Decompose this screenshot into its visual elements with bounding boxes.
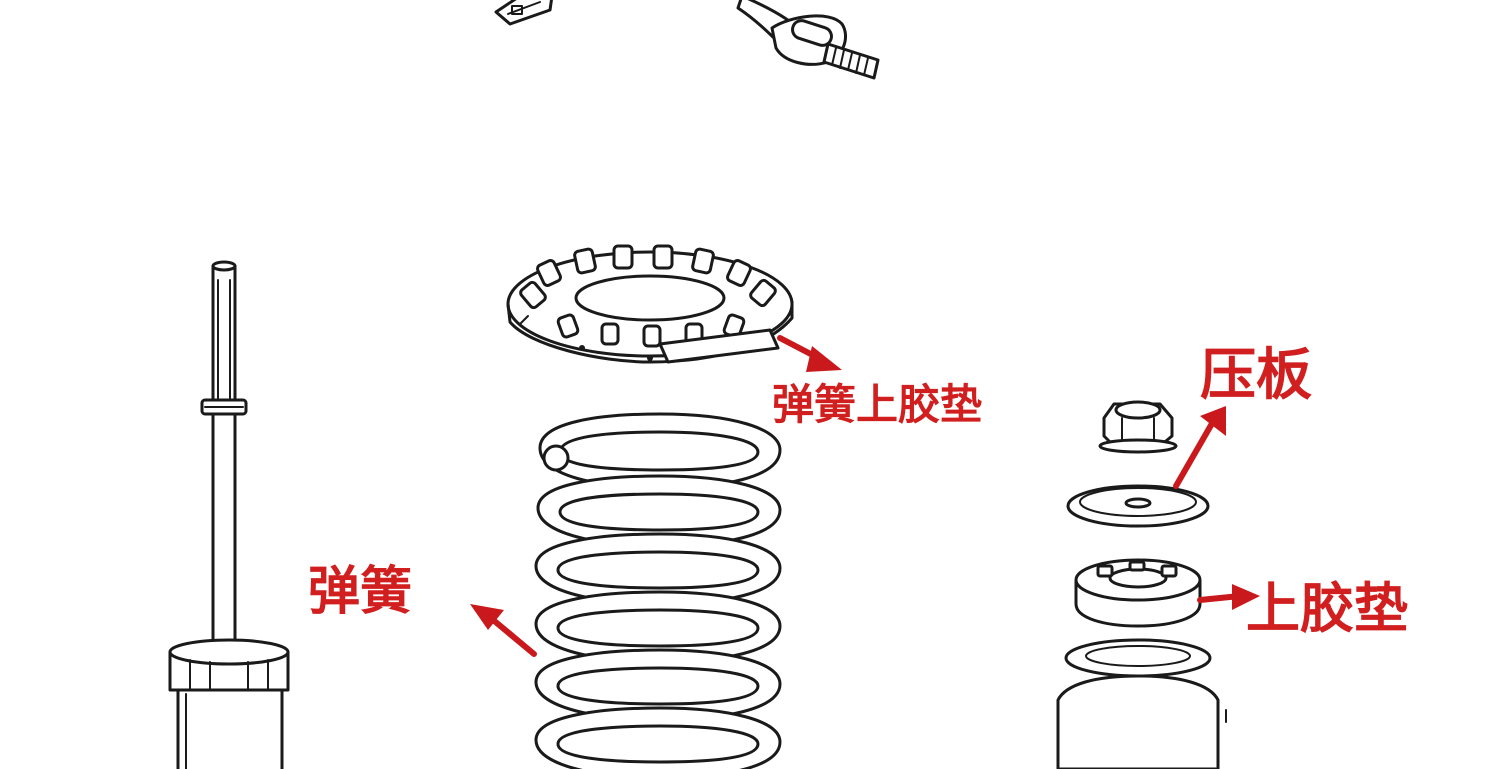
top-nut xyxy=(1098,400,1178,454)
shock-absorber xyxy=(168,260,290,769)
top-link-bolt-fragment xyxy=(736,0,880,80)
arrow-from-spring-to-label xyxy=(470,604,537,657)
label-spring: 弹簧 xyxy=(308,562,413,622)
bump-stop xyxy=(1056,638,1227,769)
label-upper-rubber-pad: 上胶垫 xyxy=(1246,577,1408,640)
upper-rubber-pad xyxy=(1074,558,1202,628)
top-bracket-fragment xyxy=(494,0,553,26)
seat-teeth xyxy=(519,244,777,348)
label-pressure-plate: 压板 xyxy=(1200,343,1312,408)
pressure-plate xyxy=(1066,484,1210,528)
label-spring-upper-rubber-seat: 弹簧上胶垫 xyxy=(772,380,983,429)
arrow-to-spring-seat xyxy=(777,335,842,372)
bolt-thread xyxy=(822,42,880,80)
arrow-to-pressure-plate xyxy=(1173,406,1226,489)
arrow-to-upper-pad xyxy=(1197,584,1260,610)
coil-spring xyxy=(534,412,782,769)
spring-upper-rubber-seat xyxy=(506,244,794,364)
